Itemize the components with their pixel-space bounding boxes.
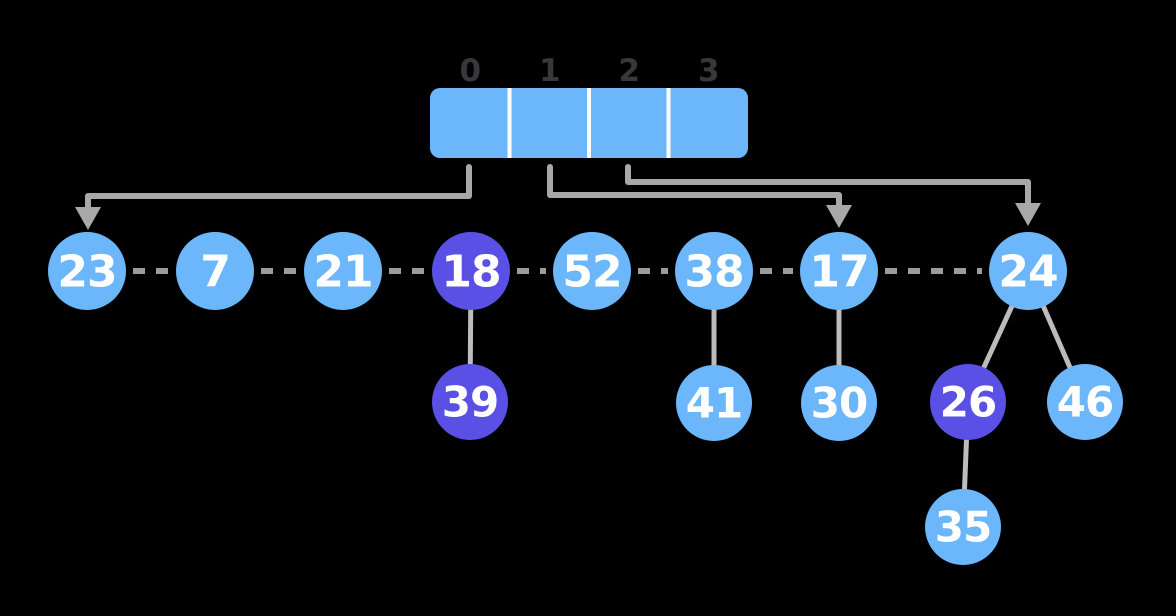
node-value-41: 41 (686, 379, 742, 428)
node-value-23: 23 (57, 246, 116, 297)
bucket-cell-0 (430, 88, 510, 158)
bucket-separator (587, 88, 591, 158)
bucket-index-label-0: 0 (459, 53, 480, 89)
bucket-arrowhead-1-to-17 (826, 205, 852, 228)
node-value-24: 24 (998, 246, 1057, 297)
node-circle-24 (989, 232, 1067, 310)
bucket-cell-3 (669, 88, 749, 158)
node-value-26: 26 (940, 378, 996, 427)
bucket-cell-1 (510, 88, 590, 158)
bucket-separator (666, 88, 671, 158)
node-circle-23 (48, 232, 126, 310)
node-circle-26 (930, 364, 1006, 440)
node-circle-41 (676, 365, 752, 441)
bucket-arrowhead-2-to-24 (1015, 203, 1041, 226)
bucket-index-label-1: 1 (539, 53, 560, 89)
node-value-17: 17 (809, 246, 868, 297)
bucket-index-label-2: 2 (618, 53, 639, 89)
node-value-18: 18 (441, 246, 500, 297)
bucket-arrow-line-1-to-17 (547, 164, 842, 208)
bucket-index-label-3: 3 (698, 53, 719, 89)
node-circle-46 (1047, 364, 1123, 440)
node-circle-17 (800, 232, 878, 310)
node-value-39: 39 (442, 378, 498, 427)
node-circle-52 (553, 232, 631, 310)
node-circle-38 (675, 232, 753, 310)
bucket-separator (507, 88, 512, 158)
node-value-52: 52 (562, 246, 621, 297)
node-circle-39 (432, 364, 508, 440)
node-circle-30 (801, 365, 877, 441)
node-value-21: 21 (313, 246, 372, 297)
bucket-arrow-line-2-to-24 (625, 164, 1031, 207)
node-circle-18 (432, 232, 510, 310)
bucket-arrowhead-0-to-23 (75, 207, 101, 230)
bucket-arrow-line-0-to-23 (85, 164, 472, 210)
node-value-46: 46 (1057, 378, 1113, 427)
node-circle-21 (304, 232, 382, 310)
node-value-30: 30 (811, 379, 867, 428)
bucket-cell-2 (589, 88, 669, 158)
node-circle-7 (176, 232, 254, 310)
node-circle-35 (925, 489, 1001, 565)
node-value-7: 7 (200, 246, 230, 297)
node-value-35: 35 (935, 503, 991, 552)
node-value-38: 38 (684, 246, 743, 297)
